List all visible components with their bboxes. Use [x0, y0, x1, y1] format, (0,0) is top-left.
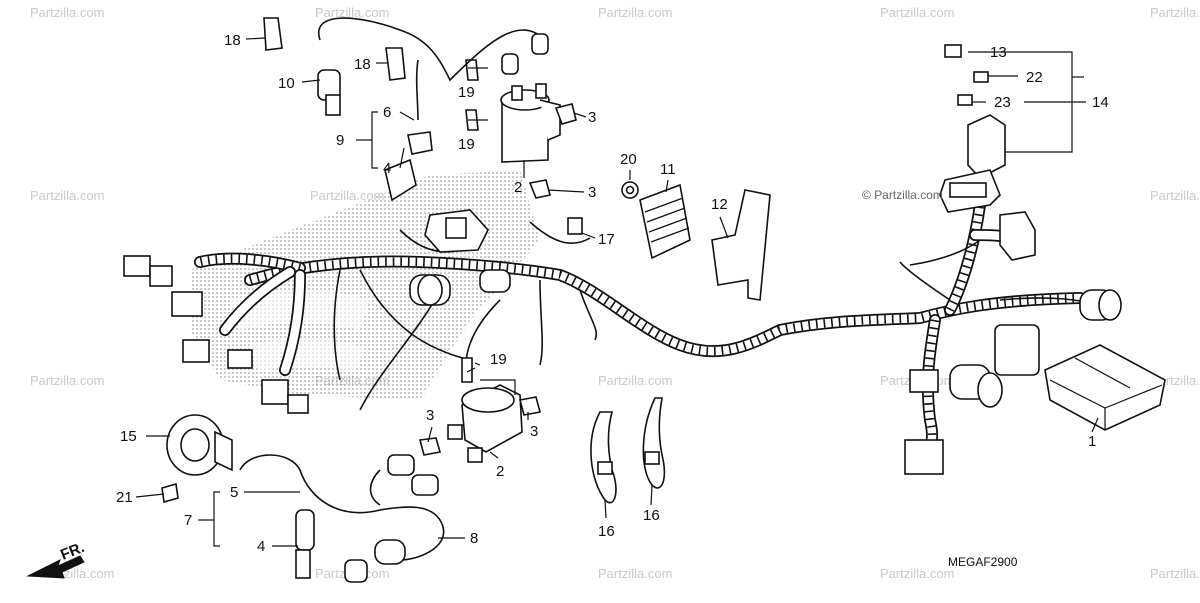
- callout-5: 5: [230, 484, 238, 501]
- callout-13: 13: [990, 44, 1007, 61]
- callout-11: 11: [660, 161, 676, 178]
- callout-12: 12: [711, 196, 728, 213]
- watermark: Partzilla.com: [598, 5, 672, 20]
- callout-1: 1: [1088, 433, 1096, 450]
- drawing-code: MEGAF2900: [948, 555, 1018, 569]
- callout-14: 14: [1092, 94, 1109, 111]
- watermark: Partzilla.com: [315, 5, 389, 20]
- callout-2: 2: [514, 179, 522, 196]
- front-arrow: FR.: [26, 539, 87, 579]
- clamp-band: [529, 217, 591, 244]
- watermark: Partzilla.com: [1150, 188, 1200, 203]
- regulator-rectifier: [639, 183, 691, 260]
- main-wire-harness: [194, 199, 1086, 471]
- watermark: Partzilla.com: [30, 5, 104, 20]
- callout-22: 22: [1026, 69, 1043, 86]
- callout-4: 4: [383, 160, 391, 177]
- callout-6: 6: [383, 104, 391, 121]
- callout-21: 21: [116, 489, 133, 506]
- callout-4: 4: [257, 538, 265, 555]
- callout-17: 17: [598, 231, 615, 248]
- cable-ties: [590, 397, 666, 504]
- callout-3: 3: [588, 109, 596, 126]
- callout-19: 19: [458, 136, 475, 153]
- callout-7: 7: [184, 512, 192, 529]
- watermark-copyright: © Partzilla.com: [862, 188, 943, 202]
- ecu-module: [1044, 344, 1166, 431]
- callout-10: 10: [278, 75, 295, 92]
- small-hardware: [161, 17, 639, 504]
- watermark: Partzilla.com: [880, 5, 954, 20]
- ignition-coil-top: [500, 83, 561, 163]
- harness-couplers: [409, 269, 1122, 475]
- watermark: Partzilla.com: [310, 188, 384, 203]
- callout-16: 16: [643, 507, 660, 524]
- callout-19: 19: [490, 351, 507, 368]
- spark-plug-wires-bottom: [239, 454, 445, 583]
- fuse-box: [939, 44, 1036, 261]
- callout-9: 9: [336, 132, 344, 149]
- callout-18: 18: [224, 32, 241, 49]
- left-connectors: [123, 255, 309, 414]
- callout-labels: 18 10 18 19 19 6 9 4 2 3 3 20 11 12 17 1…: [116, 32, 1109, 555]
- relay-connector: [424, 209, 489, 253]
- callout-16: 16: [598, 523, 615, 540]
- callout-3: 3: [426, 407, 434, 424]
- callout-15: 15: [120, 428, 137, 445]
- callout-8: 8: [470, 530, 478, 547]
- spark-plug-wires-top: [317, 17, 549, 202]
- watermark: Partzilla.com: [1150, 566, 1200, 581]
- callout-20: 20: [620, 151, 637, 168]
- callout-3: 3: [588, 184, 596, 201]
- callout-18: 18: [354, 56, 371, 73]
- callout-19: 19: [458, 84, 475, 101]
- watermark: Partzilla.com: [1150, 5, 1200, 20]
- watermark: Partzilla.com: [598, 373, 672, 388]
- watermark: Partzilla.com: [30, 373, 104, 388]
- watermark: Partzilla.com: [30, 188, 104, 203]
- watermark: Partzilla.com: [598, 566, 672, 581]
- callout-3: 3: [530, 423, 538, 440]
- watermark: Partzilla.com: [880, 566, 954, 581]
- callout-2: 2: [496, 463, 504, 480]
- horn: [166, 414, 233, 476]
- ignition-coil-bottom: [447, 384, 523, 463]
- callout-23: 23: [994, 94, 1011, 111]
- leader-lines: [135, 37, 1099, 547]
